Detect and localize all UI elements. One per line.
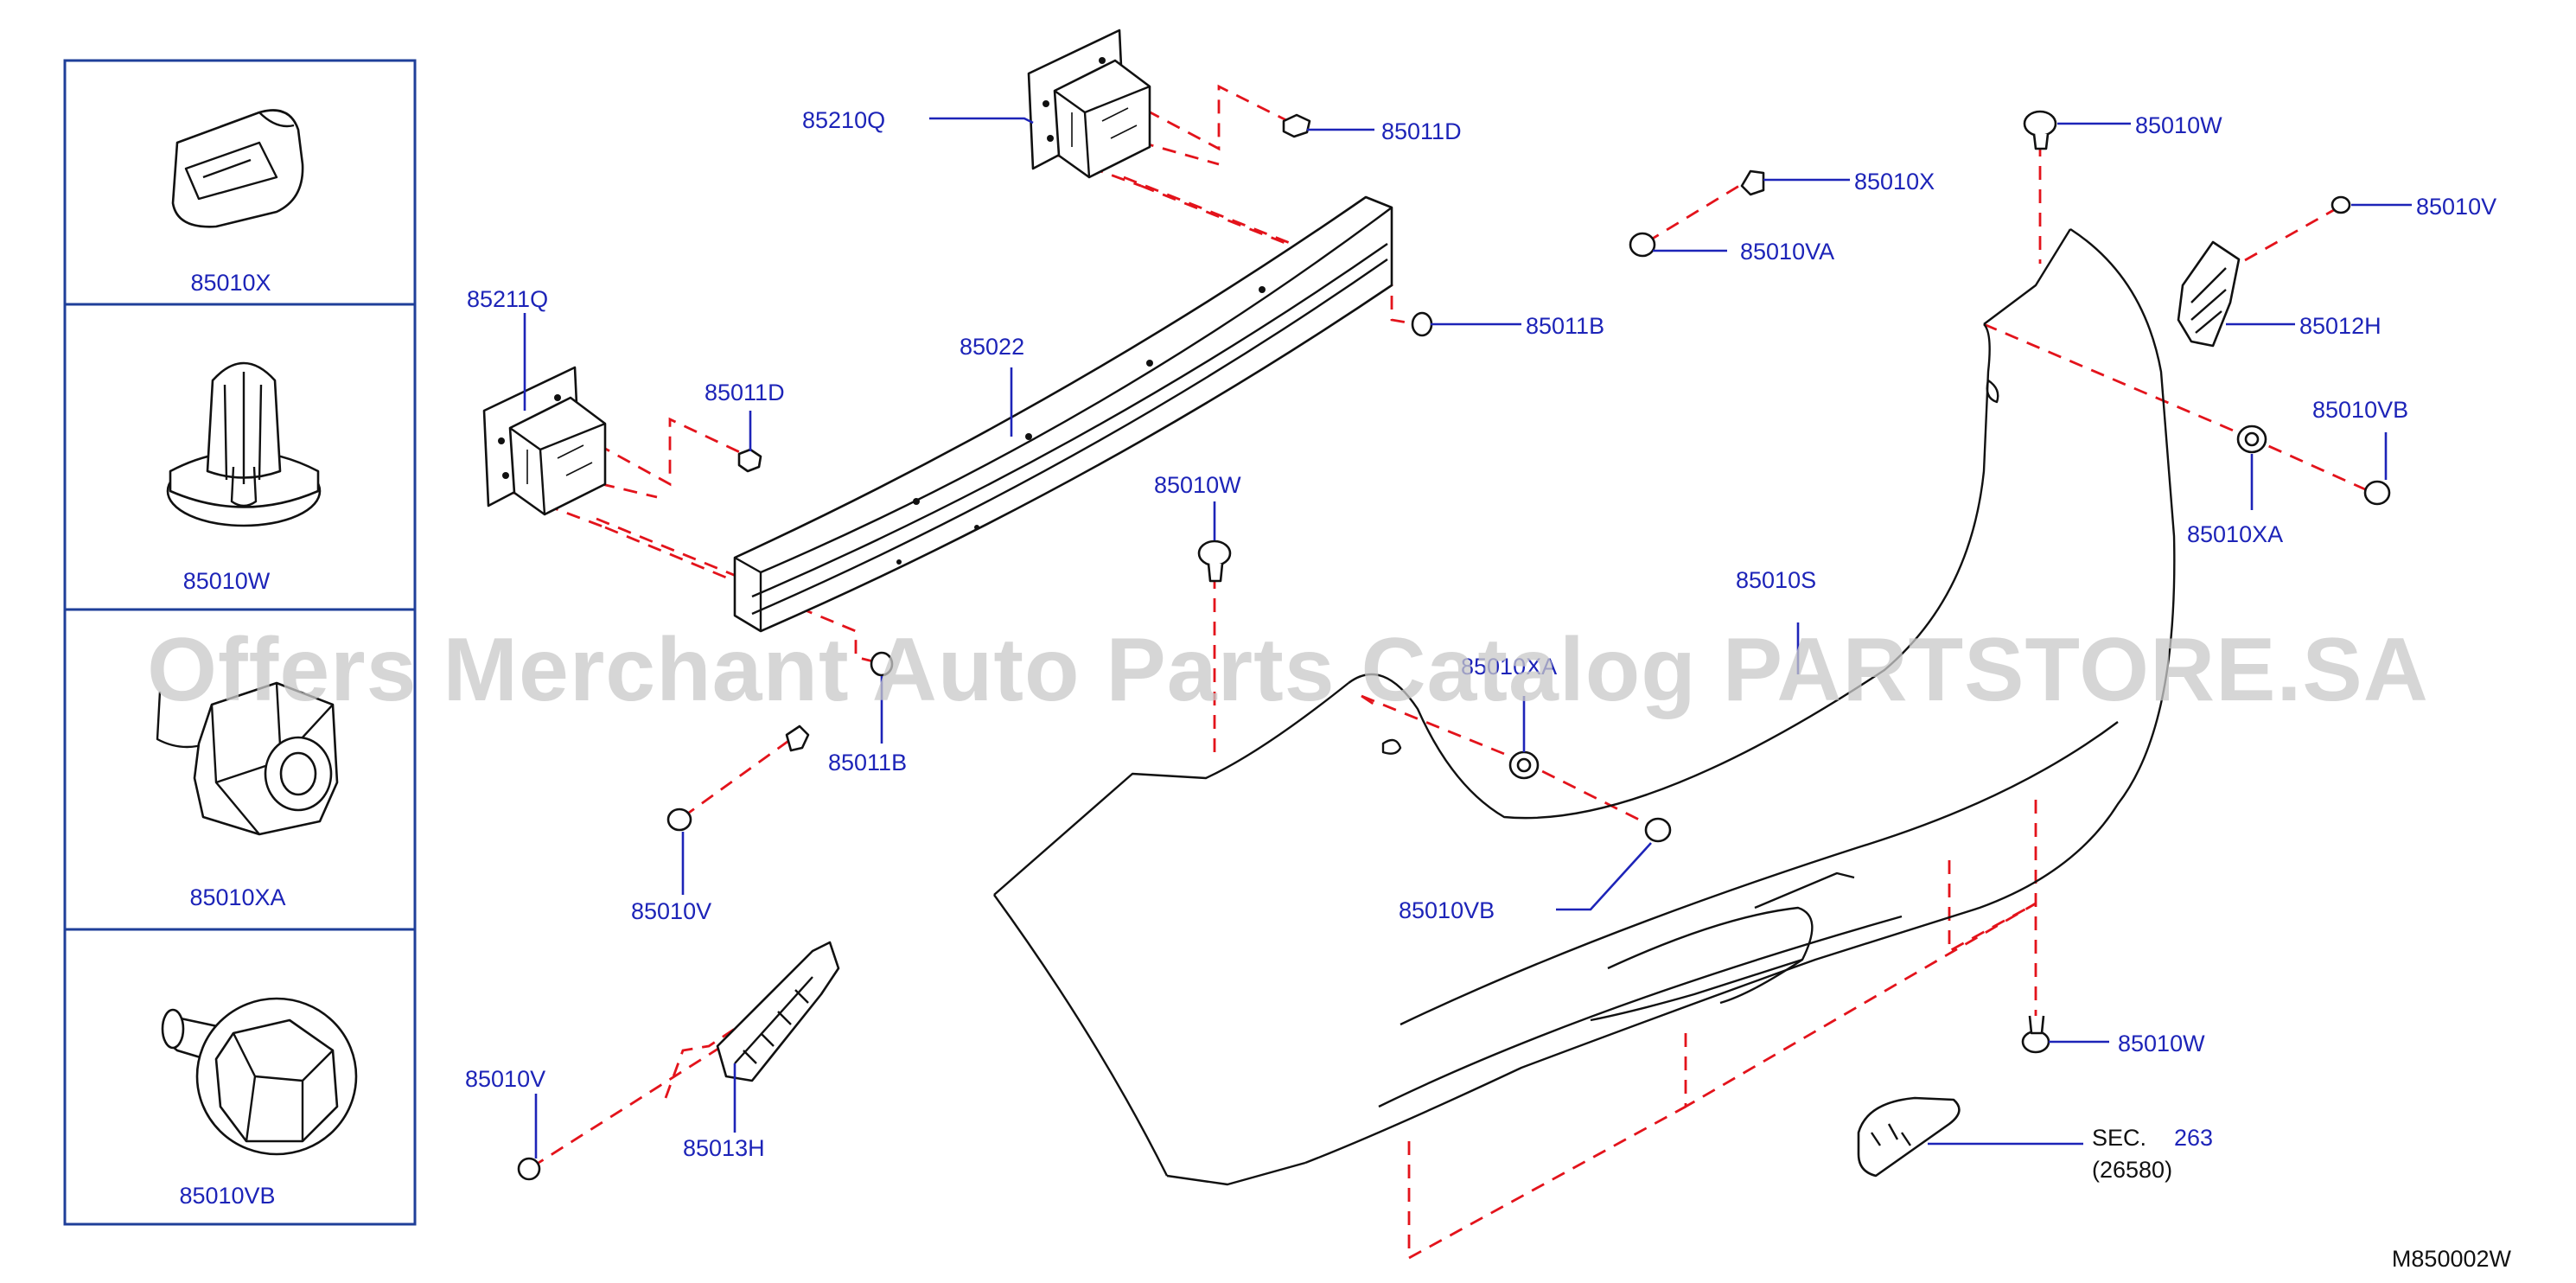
nut-85011B-left: [870, 651, 894, 677]
callout-sec-sub: (26580): [2092, 1157, 2172, 1183]
legend-panel: 85010X 85010W 85010XA 85010VB: [63, 59, 417, 1226]
legend-label: 85010XA: [189, 884, 285, 910]
leader-lines: [523, 117, 2412, 1159]
bracket-85211Q: [482, 366, 607, 516]
clipnut-85010XA-mid: [1508, 750, 1540, 780]
plastic-rivet-icon: [166, 361, 322, 527]
callout-85010XA-right: 85010XA: [2187, 521, 2283, 547]
callout-85011D-top: 85011D: [1381, 118, 1462, 144]
flange-bolt-icon: [161, 997, 358, 1156]
rivet-85010W-mid: [1197, 539, 1232, 583]
callout-labels: 85210Q 85011D 85211Q 85011D 85022 85011B…: [465, 107, 2496, 1183]
callout-85010XA-mid: 85010XA: [1461, 654, 1557, 680]
legend-label: 85010W: [183, 568, 271, 594]
callout-85010VB-mid: 85010VB: [1399, 897, 1495, 923]
callout-85010VB-right: 85010VB: [2312, 397, 2408, 423]
callout-85022: 85022: [960, 334, 1024, 360]
screw-85010V-right: [2331, 195, 2351, 214]
nut-85011D-top: [1282, 113, 1311, 138]
callout-85010VA: 85010VA: [1740, 239, 1834, 265]
bolt-85010VB-right: [2363, 480, 2391, 506]
callout-85010V-mid: 85010V: [631, 898, 711, 924]
callout-85211Q: 85211Q: [467, 286, 548, 312]
callout-85011B-left: 85011B: [828, 750, 907, 776]
legend-border: [63, 59, 417, 1226]
callout-85010W-top: 85010W: [2135, 112, 2222, 138]
bracket-85210Q: [1027, 29, 1151, 179]
callout-85010V-right: 85010V: [2416, 194, 2496, 220]
rivet-85010W-low: [2021, 1015, 2050, 1054]
callout-sec-number: 263: [2174, 1125, 2213, 1151]
callout-85210Q: 85210Q: [802, 107, 885, 133]
bolt-85010VB-mid: [1644, 817, 1672, 843]
callout-sec-prefix: SEC.: [2092, 1125, 2146, 1151]
watermark: Offers Merchant Auto Parts Catalog PARTS…: [147, 620, 2429, 720]
clip-85010X: [1740, 169, 1765, 196]
nut-85011B-right: [1411, 311, 1433, 337]
callout-85013H: 85013H: [683, 1135, 765, 1161]
clipnut-85010XA-right: [2236, 424, 2267, 454]
fasteners: [517, 110, 2391, 1181]
callout-85010W-low: 85010W: [2118, 1031, 2205, 1056]
callout-85010S: 85010S: [1736, 567, 1816, 593]
callout-85011D-left: 85011D: [705, 380, 785, 405]
clip-nut-icon: [156, 681, 339, 836]
callout-85010W-mid: 85010W: [1154, 472, 1241, 498]
bracket-85013H: [716, 941, 840, 1082]
screw-85010V-mid: [785, 724, 810, 752]
clip-85010VA: [1629, 232, 1656, 258]
nut-85011D-left: [737, 448, 762, 473]
legend-label: 85010X: [190, 270, 271, 296]
bumper-reinforcement-beam: [733, 195, 1393, 633]
legend-label: 85010VB: [179, 1183, 275, 1209]
callout-85012H: 85012H: [2299, 313, 2382, 339]
clip-85010VA-left: [666, 807, 692, 832]
callout-85010V-low: 85010V: [465, 1066, 545, 1092]
push-clip-icon: [171, 109, 304, 228]
screw-85010V-low: [517, 1157, 541, 1181]
bracket-85012H: [2177, 240, 2241, 348]
rear-bumper-fascia: [993, 227, 2176, 1186]
lamp-retainer: [1857, 1096, 1961, 1178]
diagram-code: M850002W: [2392, 1246, 2512, 1272]
callout-85011B-right: 85011B: [1526, 313, 1604, 339]
callout-85010X: 85010X: [1854, 169, 1935, 195]
rivet-85010W-top: [2023, 110, 2057, 150]
